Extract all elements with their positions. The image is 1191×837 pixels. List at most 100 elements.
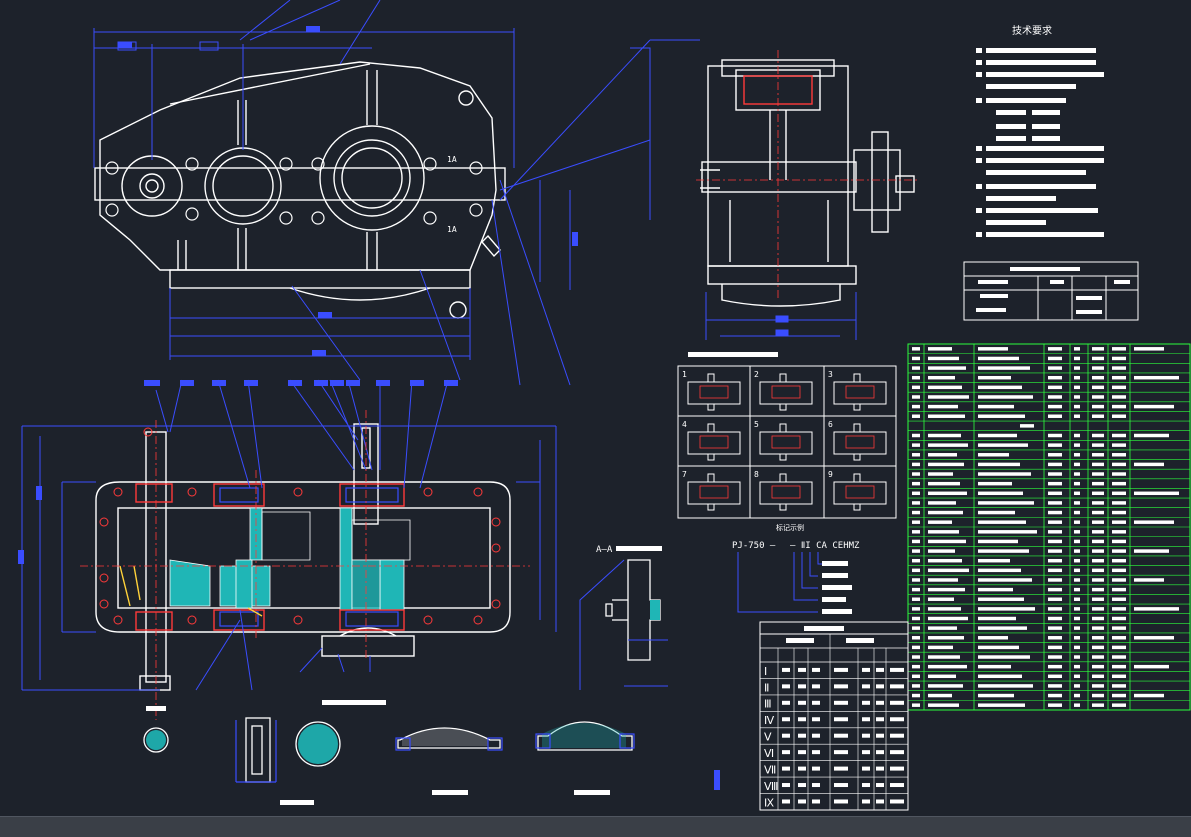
- mount-cell-shaft-end: [853, 503, 861, 511]
- ratio-cell-value: [782, 717, 790, 722]
- parts-list-count-cell: [1074, 520, 1080, 524]
- parts-list-remark-cell: [1134, 607, 1179, 611]
- ratio-cell-value: [834, 799, 848, 804]
- ratio-row-roman: Ⅲ: [764, 698, 772, 711]
- parts-list-count-cell: [1074, 356, 1080, 361]
- parts-list-material-cell: [1092, 684, 1104, 688]
- parts-list-name-cell: [978, 578, 1032, 582]
- parts-list-qty-cell: [1048, 453, 1062, 457]
- mount-cell-shaft: [699, 435, 729, 449]
- parts-list-count-cell: [1074, 539, 1080, 544]
- parts-list-count-cell: [1074, 587, 1080, 592]
- parts-list-remark-cell: [1134, 664, 1169, 669]
- parts-list-index-cell: [912, 578, 920, 582]
- parts-list-qty-cell: [1048, 395, 1062, 399]
- parts-list-material-cell: [1092, 530, 1104, 534]
- parts-list-weight-cell: [1112, 520, 1126, 524]
- parts-list-weight-cell: [1112, 443, 1126, 447]
- parts-list-qty-cell: [1048, 366, 1062, 370]
- parts-list-qty-cell: [1048, 491, 1062, 496]
- parts-list-material-cell: [1092, 375, 1104, 380]
- parts-list-code-cell: [928, 501, 956, 505]
- parts-list-name-cell: [978, 693, 1014, 698]
- parts-list-code-cell: [928, 520, 952, 524]
- model-code-block: 标记示例 PJ-750 — — ⅡI CA CEHMZ: [732, 523, 860, 614]
- parts-list-remark-cell: [1134, 347, 1164, 351]
- parts-list-index-cell: [912, 626, 920, 630]
- ratio-cell-value: [834, 684, 848, 689]
- parts-list-count-cell: [1074, 453, 1080, 457]
- parts-list-code-cell: [928, 664, 967, 669]
- ratio-cell-value: [782, 700, 790, 705]
- parts-list-remark-cell: [1134, 462, 1164, 467]
- ratio-cell-value: [812, 717, 820, 722]
- parts-list-index-cell: [912, 558, 920, 563]
- parts-list-code-cell: [928, 587, 965, 592]
- parts-list-material-cell: [1092, 587, 1104, 592]
- parts-list-qty-cell: [1048, 664, 1062, 669]
- parts-list-qty-cell: [1048, 607, 1062, 611]
- ratio-cell-value: [812, 766, 820, 771]
- parts-list-index-cell: [912, 510, 920, 515]
- ratio-cell-value: [890, 750, 904, 755]
- parts-list-weight-cell: [1112, 664, 1126, 669]
- parts-list-weight-cell: [1112, 636, 1126, 640]
- parts-list-material-cell: [1092, 664, 1104, 669]
- ratio-cell-value: [834, 700, 848, 705]
- parts-list-name-cell: [978, 655, 1030, 659]
- parts-list-qty-cell: [1048, 414, 1062, 418]
- parts-list-weight-cell: [1112, 626, 1126, 630]
- parts-list-material-cell: [1092, 491, 1104, 496]
- parts-list-code-cell: [928, 578, 958, 582]
- mount-cell-shaft: [845, 485, 875, 499]
- parts-list-index-cell: [912, 520, 920, 524]
- section-marker-top: 1A: [447, 155, 457, 164]
- parts-list-count-cell: [1074, 443, 1080, 447]
- parts-list-code-cell: [928, 356, 959, 361]
- mount-cell-shaft-end: [779, 423, 787, 433]
- parts-list-code-cell: [928, 385, 962, 390]
- parts-list-count-cell: [1074, 636, 1080, 640]
- parts-list-code-cell: [928, 626, 957, 630]
- parts-list-name-cell: [978, 626, 1027, 630]
- parts-list-material-cell: [1092, 501, 1104, 505]
- parts-list-qty-cell: [1048, 433, 1062, 438]
- parts-list-material-cell: [1092, 674, 1104, 679]
- parts-list-weight-cell: [1112, 453, 1126, 457]
- parts-list-material-cell: [1092, 510, 1104, 515]
- mount-cell-shaft: [699, 485, 729, 499]
- parts-list-code-cell: [928, 674, 956, 679]
- parts-list-remark-cell: [1134, 491, 1179, 496]
- parts-list-qty-cell: [1048, 549, 1062, 553]
- parts-list-name-cell: [978, 607, 1035, 611]
- parts-list-count-cell: [1074, 558, 1080, 563]
- parts-list-weight-cell: [1112, 481, 1126, 486]
- parts-list-count-cell: [1074, 481, 1080, 486]
- ratio-cell-value: [798, 684, 806, 689]
- mount-cell-number: 6: [828, 420, 833, 429]
- mount-cell-shaft: [699, 385, 729, 399]
- ratio-cell-value: [812, 799, 820, 804]
- parts-list-count-cell: [1074, 404, 1080, 409]
- mount-cell-shaft-end: [707, 373, 715, 383]
- ratio-row-roman: Ⅸ: [764, 796, 774, 809]
- ratio-cell-value: [876, 783, 884, 788]
- ratio-cell-value: [782, 766, 790, 771]
- mount-cell-shaft-end: [779, 503, 787, 511]
- parts-list-count-cell: [1074, 433, 1080, 438]
- parts-list-material-cell: [1092, 366, 1104, 370]
- parts-list-name-cell: [978, 414, 1025, 418]
- parts-list-remark-cell: [1134, 433, 1169, 438]
- parts-list-index-cell: [912, 664, 920, 669]
- ratio-row-roman: Ⅰ: [764, 665, 767, 678]
- parts-list-count-cell: [1074, 366, 1080, 370]
- parts-list-material-cell: [1092, 481, 1104, 486]
- model-code-title: 标记示例: [776, 523, 804, 532]
- ratio-cell-value: [812, 700, 820, 705]
- parts-list-material-cell: [1092, 539, 1104, 544]
- parts-list-material-cell: [1092, 645, 1104, 650]
- mount-cell-number: 1: [682, 370, 687, 379]
